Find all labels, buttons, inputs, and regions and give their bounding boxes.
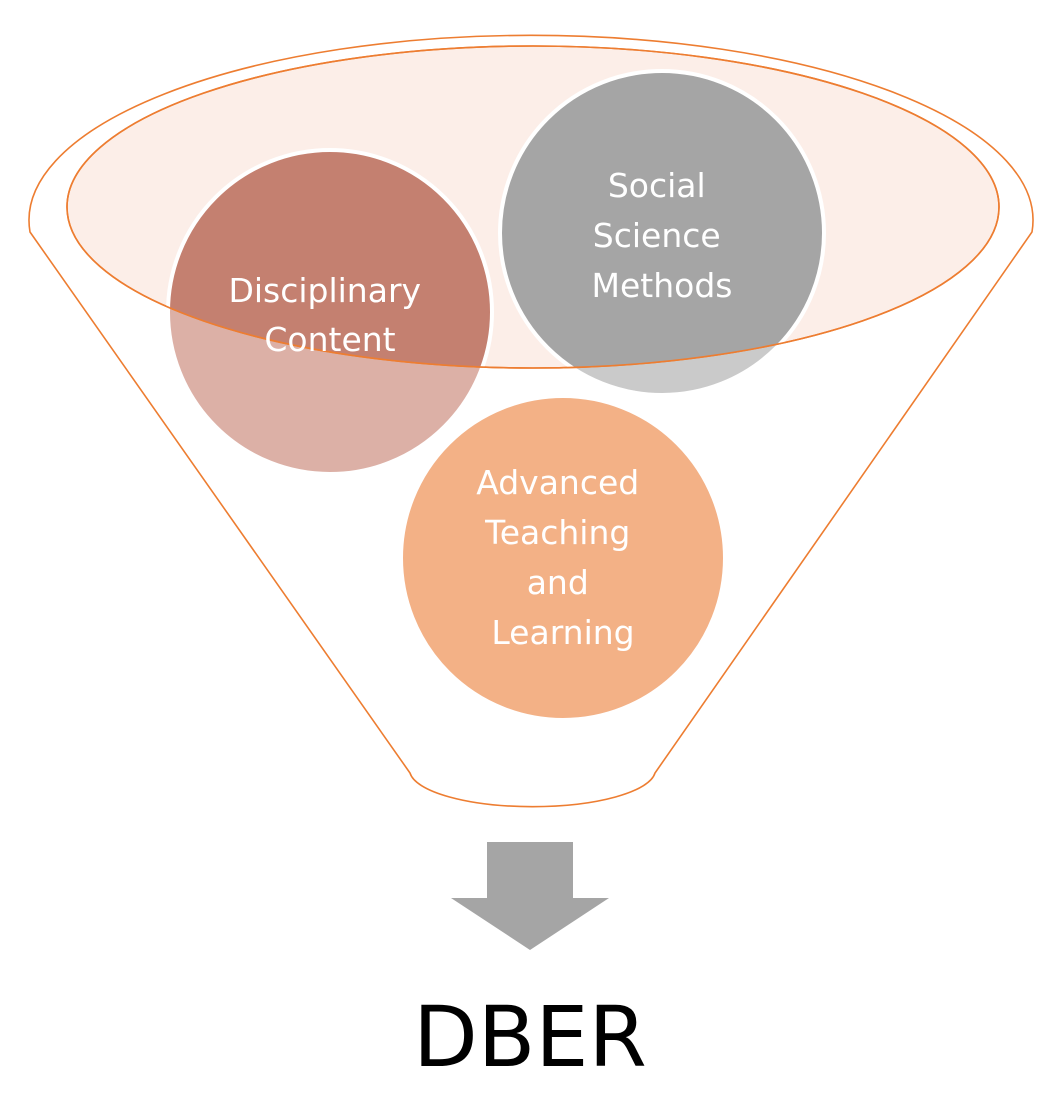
label-line: Learning (491, 613, 634, 652)
social-science-methods-circle-top (498, 69, 826, 368)
label-line: Disciplinary (228, 271, 421, 310)
label-line: Social (608, 166, 706, 205)
funnel-inner-rim-stroke (66, 45, 1000, 369)
label-line: and (527, 563, 589, 602)
label-line: Teaching (484, 513, 630, 552)
advanced-teaching-learning-label: Advanced Teaching and Learning (476, 463, 650, 652)
label-line: Advanced (476, 463, 639, 502)
result-label: DBER (413, 988, 647, 1086)
advanced-teaching-learning-circle (399, 394, 727, 722)
label-line: Content (264, 320, 395, 359)
social-science-methods-label: Social Science Methods (592, 166, 733, 305)
label-line: Methods (592, 266, 733, 305)
label-line: Science (593, 216, 721, 255)
down-arrow-icon (451, 842, 609, 950)
disciplinary-content-label: Disciplinary Content (228, 271, 431, 359)
